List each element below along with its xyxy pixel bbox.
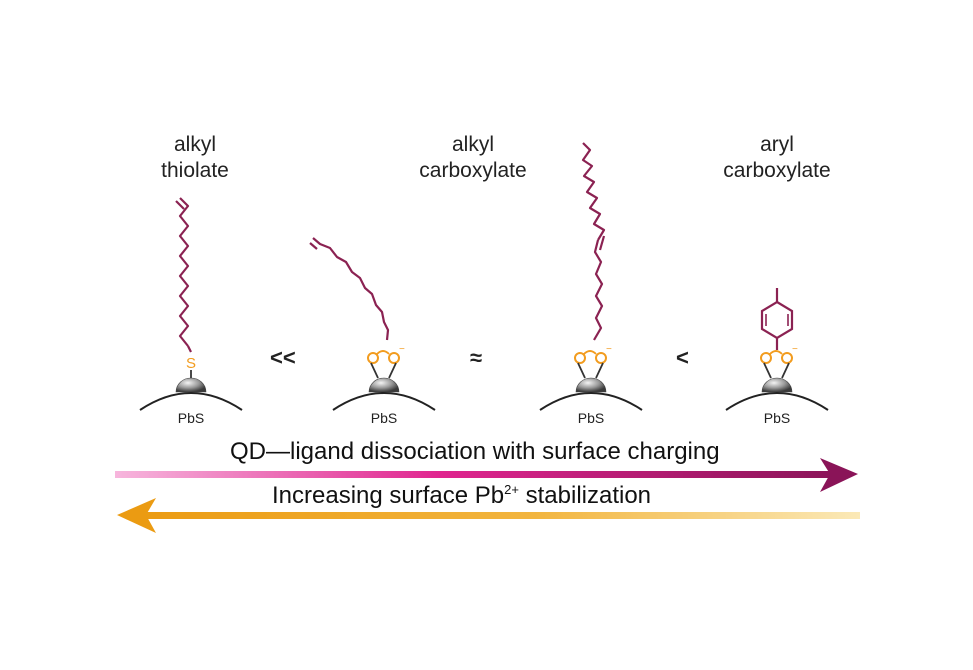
oxygen-atom <box>574 352 586 364</box>
oxygen-atom <box>781 352 793 364</box>
pbs-label: PbS <box>578 410 604 426</box>
short-alkyl-chain <box>312 237 390 341</box>
thiolate-s-bond <box>187 345 192 353</box>
dissociation-arrow-head <box>820 458 858 492</box>
thiolate-structure: S PbS <box>139 197 243 426</box>
label-alkyl-carboxylate: alkyl carboxylate <box>408 132 538 184</box>
oxygen-atom <box>595 352 607 364</box>
thiolate-terminal-double-bond <box>175 200 185 210</box>
label-line: carboxylate <box>419 159 527 182</box>
label-aryl-carboxylate: aryl carboxylate <box>712 132 842 184</box>
o-pb-bond <box>781 362 790 379</box>
aryl-carboxylate-structure: − PbS <box>725 288 829 426</box>
relation-much-less-than: << <box>270 345 296 370</box>
thiolate-alkyl-chain <box>178 197 190 347</box>
oxygen-atom <box>388 352 400 364</box>
charge-mark: − <box>792 344 798 355</box>
relation-approximately-equal: ≈ <box>470 345 483 370</box>
pb-atom <box>368 377 400 393</box>
pbs-surface-curve <box>139 392 243 411</box>
charge-mark: − <box>606 344 612 355</box>
label-line: alkyl <box>451 133 494 156</box>
pbs-label: PbS <box>764 410 790 426</box>
pbs-surface-curve <box>539 392 643 411</box>
sulfur-atom: S <box>186 355 196 372</box>
cis-double-bond <box>598 235 606 251</box>
charge-mark: − <box>399 344 405 355</box>
pbs-label: PbS <box>178 410 204 426</box>
o-pb-bond <box>763 362 772 379</box>
label-alkyl-thiolate: alkyl thiolate <box>150 132 240 184</box>
stabilization-arrow-head <box>117 498 156 533</box>
dissociation-arrow-shaft <box>115 471 837 478</box>
o-pb-bond <box>370 362 379 379</box>
pbs-surface-curve <box>332 392 436 411</box>
oleate-upper-chain <box>581 142 606 241</box>
pb-atom <box>761 377 793 393</box>
o-pb-bond <box>595 362 604 379</box>
o-pb-bond <box>388 362 397 379</box>
stabilization-label-prefix: Increasing surface Pb <box>272 482 505 509</box>
stabilization-arrow-shaft <box>138 512 860 519</box>
o-pb-bond <box>577 362 586 379</box>
short-alkyl-carboxylate-structure: − PbS <box>309 237 436 426</box>
dissociation-arrow-label: QD—ligand dissociation with surface char… <box>230 438 720 465</box>
stabilization-label-suffix: stabilization <box>518 482 652 509</box>
label-line: aryl <box>760 133 794 156</box>
carboxylate-delocalized-bond <box>376 350 390 355</box>
oleate-lower-chain <box>593 239 604 341</box>
relation-less-than: < <box>676 345 689 370</box>
label-line: thiolate <box>161 159 229 182</box>
pb-charge-superscript: 2+ <box>504 482 519 497</box>
dissociation-arrow <box>115 458 858 492</box>
oleate-structure: − PbS <box>539 142 643 426</box>
carboxylate-delocalized-bond <box>583 350 597 355</box>
carboxylate-delocalized-bond <box>769 350 783 355</box>
oxygen-atom <box>760 352 772 364</box>
oxygen-atom <box>367 352 379 364</box>
pbs-label: PbS <box>371 410 397 426</box>
short-chain-terminal-double-bond <box>309 242 318 250</box>
pb-atom <box>575 377 607 393</box>
pb-atom <box>175 377 207 393</box>
pbs-surface-curve <box>725 392 829 411</box>
stabilization-arrow <box>117 498 860 533</box>
label-line: carboxylate <box>723 159 831 182</box>
stabilization-arrow-label: Increasing surface Pb2+ stabilization <box>272 482 651 510</box>
label-line: alkyl <box>173 133 216 156</box>
